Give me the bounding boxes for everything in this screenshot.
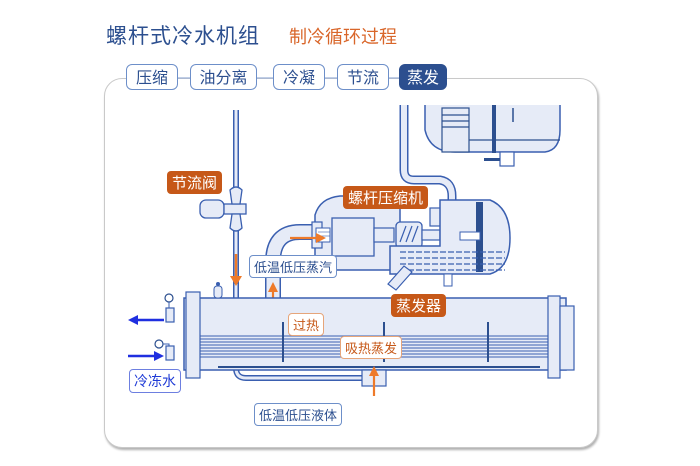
low-temp-liquid-label: 低温低压液体 [254, 403, 343, 426]
thermometer-icon [154, 339, 170, 349]
tab-condensation[interactable]: 冷凝 [273, 64, 325, 90]
tab-evaporation[interactable]: 蒸发 [399, 64, 447, 90]
chilled-water-label: 冷冻水 [129, 369, 181, 393]
throttle-valve-label: 节流阀 [167, 171, 223, 194]
tab-throttling[interactable]: 节流 [337, 64, 389, 90]
screw-compressor-label: 螺杆压缩机 [343, 186, 429, 209]
tab-compression[interactable]: 压缩 [126, 64, 178, 90]
condenser-shell [424, 105, 561, 167]
flow-arrow-up-inlet [369, 366, 379, 396]
evaporator-shell [183, 282, 575, 379]
chilled-water-connections [154, 293, 175, 361]
evaporator-label: 蒸发器 [391, 294, 447, 317]
water-in-arrow [128, 351, 164, 361]
water-out-arrow [128, 315, 164, 325]
page-title: 螺杆式冷水机组 [106, 24, 260, 48]
heat-absorption-label: 吸热蒸发 [340, 336, 403, 359]
low-temp-vapor-label: 低温低压蒸汽 [249, 255, 338, 278]
relief-valve-icon [213, 282, 223, 299]
thermometer-icon [164, 293, 174, 308]
flow-arrow-down [230, 254, 242, 286]
flow-arrow-right [290, 233, 326, 243]
throttle-valve-icon [199, 186, 247, 232]
page-subtitle: 制冷循环过程 [289, 27, 397, 48]
oil-separator [387, 199, 511, 291]
superheat-label: 过热 [288, 313, 325, 336]
tab-oil-separation[interactable]: 油分离 [190, 64, 257, 90]
